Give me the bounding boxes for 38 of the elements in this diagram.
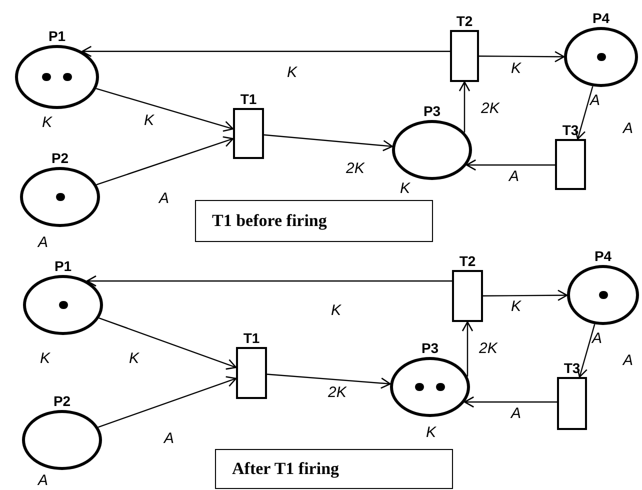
caption-box [195,200,433,242]
arc-arrow [96,88,234,132]
arc-arrow [462,321,474,377]
arc-arrow [483,290,568,301]
caption-text: T1 before firing [212,210,327,232]
capacity-label: K [40,350,50,368]
place-label: P4 [592,10,610,27]
place-label: P3 [421,340,439,357]
capacity-label: A [38,472,48,490]
arc-arrow [266,374,391,389]
place-label: P4 [594,248,612,265]
capacity-label: K [42,114,52,132]
place-label: P3 [423,103,441,120]
caption-text: After T1 firing [232,458,340,480]
arc-arrow [96,136,234,186]
arc-arrow [466,159,555,171]
transition-label: T2 [459,253,476,270]
caption-box [215,449,453,489]
arc-arrow [98,317,237,370]
capacity-label: A [590,92,600,110]
place-label: P1 [54,258,72,275]
arc-arrow [264,134,393,152]
capacity-label: A [38,234,48,252]
capacity-label: K [426,424,436,442]
place-label: P2 [51,150,69,167]
capacity-label: A [592,330,602,348]
arc-arrow [464,396,557,408]
arc-arrow [574,86,594,140]
arc-arrow [576,324,596,378]
arc-arrow [98,376,237,428]
transition-label: T1 [240,91,257,108]
transition-label: T2 [456,13,473,30]
arc-arrow [458,81,470,132]
place-label: P2 [53,393,71,410]
capacity-label: K [400,180,410,198]
transition-label: T1 [243,330,260,347]
arc-arrow [479,51,565,62]
place-label: P1 [48,28,66,45]
